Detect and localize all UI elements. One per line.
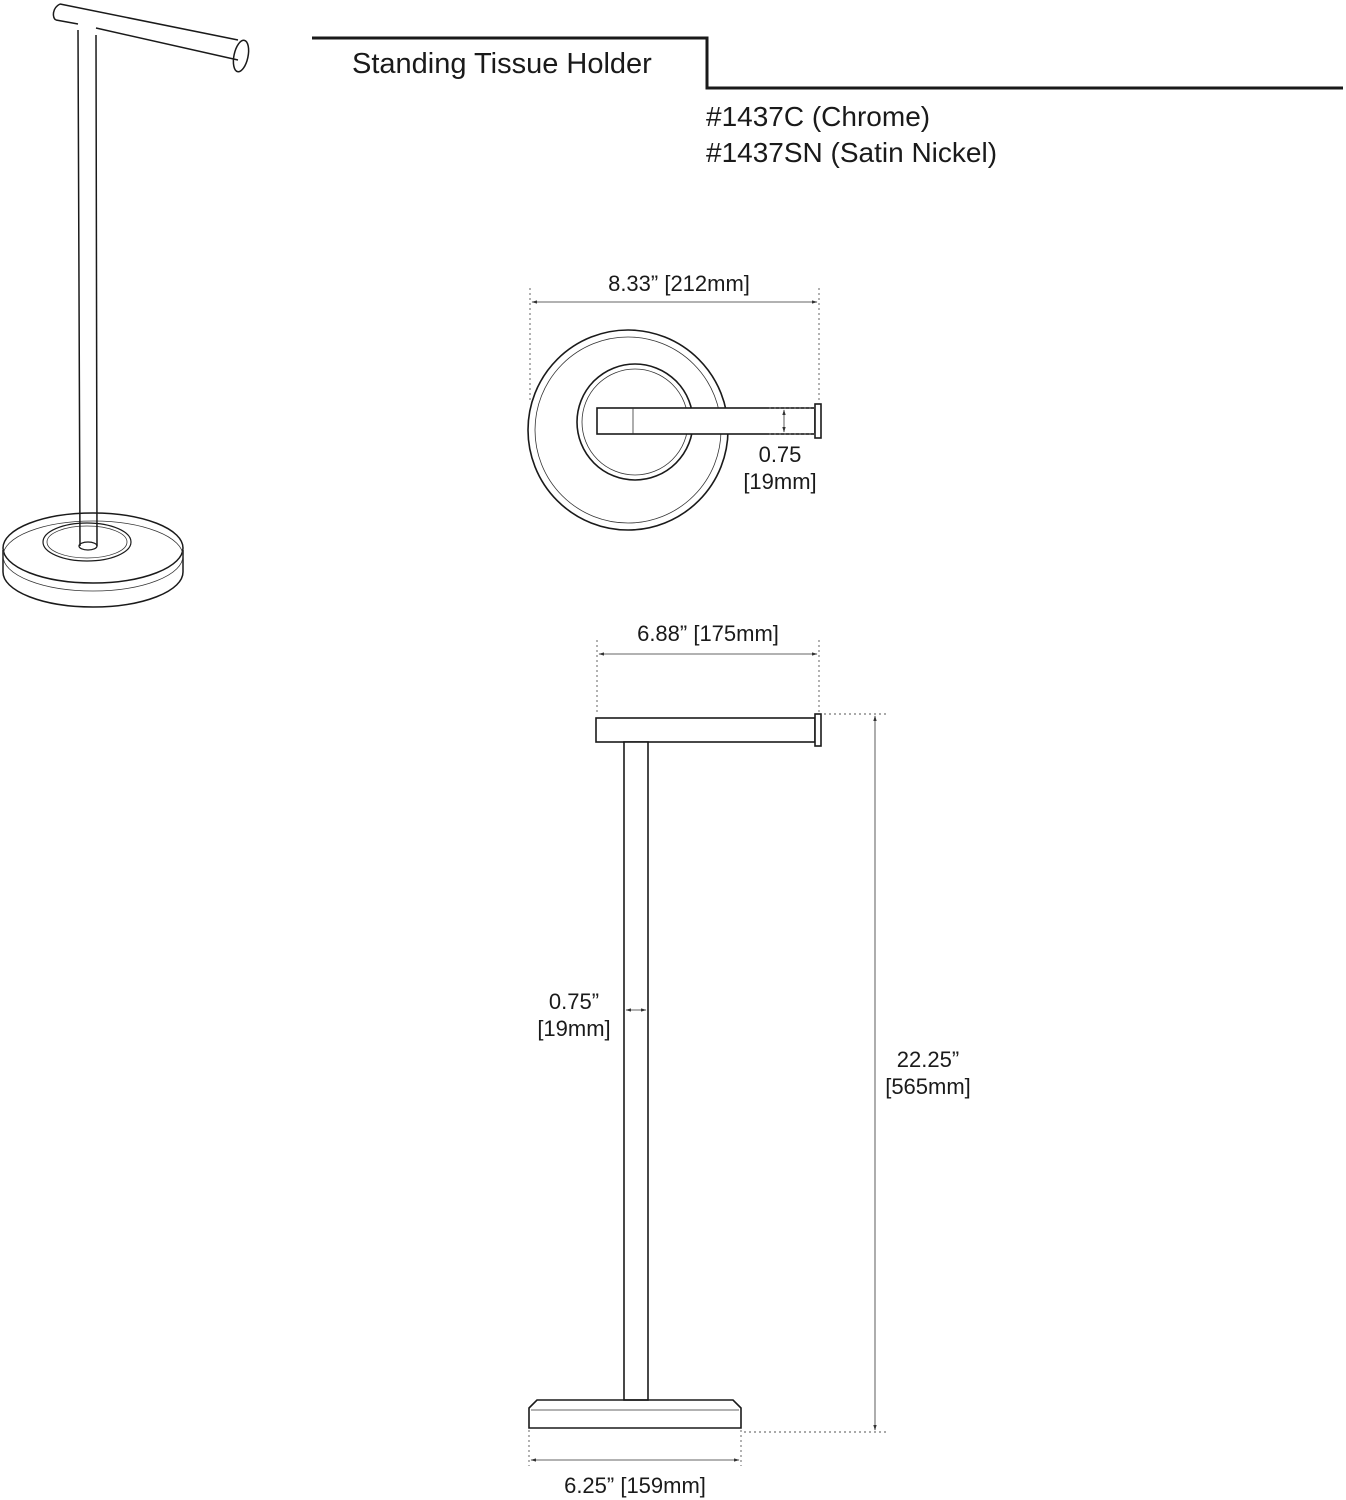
dimension-value-pole-diameter: 0.75” [548, 989, 600, 1014]
iso-pole [77, 29, 98, 547]
model-number-chrome: #1437C (Chrome) [706, 101, 931, 132]
iso-arm-back [52, 3, 61, 21]
dimension-value-height: 22.25” [896, 1047, 960, 1072]
iso-arm [55, 3, 239, 61]
dimension-label-arm-width: 6.88” [175mm] [637, 621, 779, 646]
isometric-view [2, 3, 250, 608]
top-rod [596, 407, 816, 435]
dimension-metric-height: [565mm] [885, 1074, 971, 1099]
front-base [528, 1399, 742, 1429]
iso-arm-end-cap [232, 39, 250, 73]
dimension-value-top-rod: 0.75 [758, 442, 802, 467]
dimension-label-height: 22.25” [565mm] [868, 1046, 988, 1100]
iso-base-top [2, 512, 184, 584]
model-number-satin-nickel: #1437SN (Satin Nickel) [706, 137, 998, 168]
dimension-metric-top-rod: [19mm] [743, 469, 817, 494]
front-pole [623, 741, 649, 1401]
page-title: Standing Tissue Holder [352, 48, 652, 80]
dimension-label-top-width: 8.33” [212mm] [608, 271, 750, 296]
dimension-label-base-width: 6.25” [159mm] [564, 1473, 706, 1498]
top-view [527, 288, 822, 531]
iso-base-inset-inner [46, 525, 128, 559]
front-view [528, 640, 886, 1466]
front-arm [595, 717, 816, 743]
iso-base-bevel [2, 520, 184, 592]
iso-base-inset [42, 522, 132, 562]
front-arm-end-cap [814, 713, 822, 747]
iso-pole-foot [78, 541, 98, 551]
top-rod-end-cap [814, 403, 822, 439]
iso-base-bottom [2, 550, 184, 608]
dimension-label-top-rod: 0.75 [19mm] [730, 441, 830, 495]
dimension-metric-pole-diameter: [19mm] [537, 1016, 611, 1041]
dimension-label-pole-diameter: 0.75” [19mm] [514, 988, 634, 1042]
title-bracket-line [312, 36, 1343, 90]
